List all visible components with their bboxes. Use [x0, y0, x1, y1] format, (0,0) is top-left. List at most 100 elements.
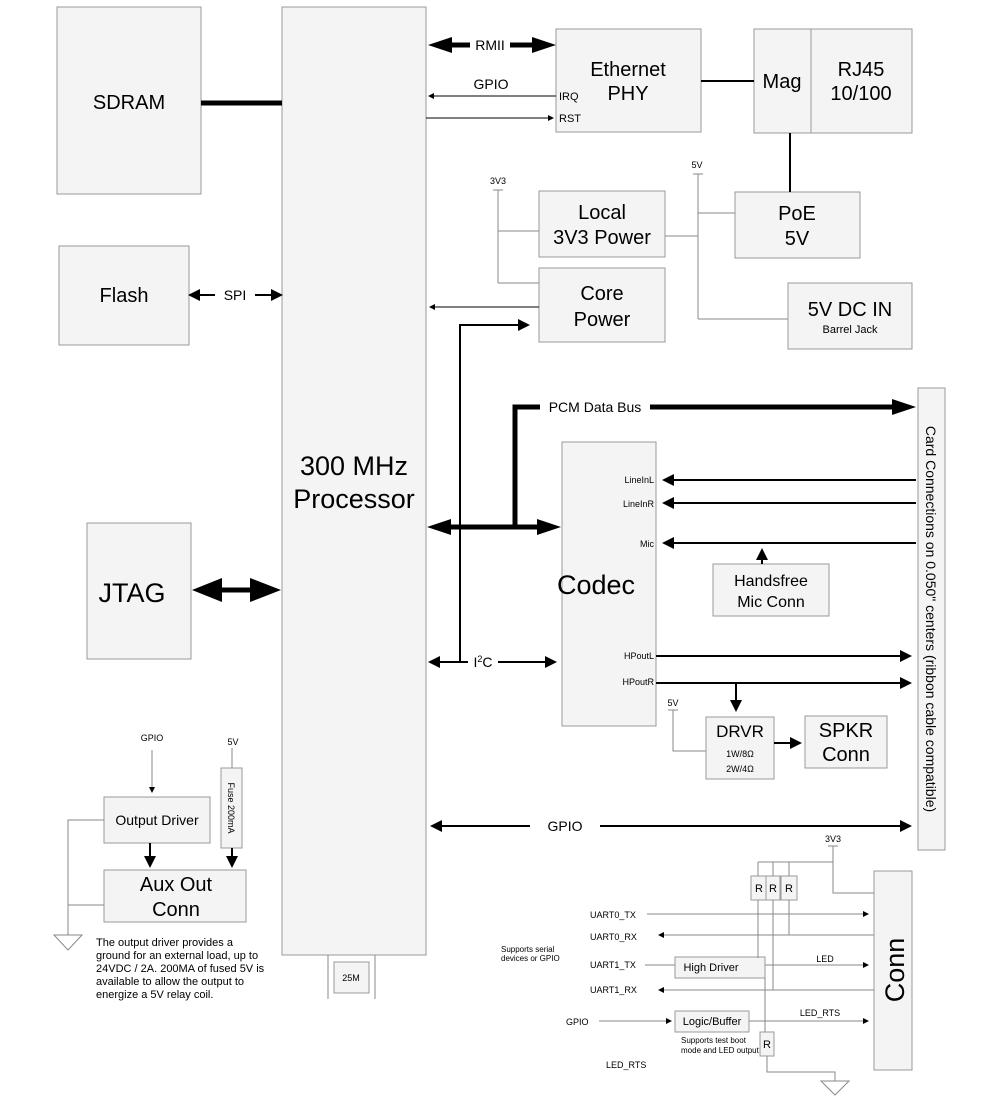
rj45-label-2: 10/100 — [830, 83, 891, 105]
boot-note-1: Supports test boot — [681, 1036, 747, 1045]
gpio-aux-label: GPIO — [141, 733, 164, 743]
gpio-bus-label: GPIO — [547, 818, 582, 834]
drvr-5v-feed — [672, 710, 706, 752]
spkr-label-2: Conn — [822, 744, 870, 766]
aux-ground-wire — [67, 819, 104, 935]
high-driver-label: High Driver — [683, 962, 738, 974]
ground-symbol-aux — [52, 934, 84, 951]
rmii-label: RMII — [475, 37, 505, 53]
codec-block — [561, 441, 657, 727]
ethernet-label-1: Ethernet — [590, 59, 666, 81]
led-rts-bottom-label: LED_RTS — [606, 1060, 646, 1070]
aux-note-3: 24VDC / 2A. 200MA of fused 5V is — [96, 963, 265, 975]
local-power-label-2: 3V3 Power — [553, 227, 651, 249]
output-driver-label: Output Driver — [115, 812, 199, 828]
serial-note-2: devices or GPIO — [501, 954, 560, 963]
mag-block — [753, 28, 812, 134]
aux-note-2: ground for an external load, up to — [96, 950, 258, 962]
mic-label: Mic — [640, 539, 654, 549]
gpio-top-label: GPIO — [473, 76, 508, 92]
aux-note-4: available to allow the output to — [96, 976, 244, 988]
poe-block — [734, 191, 861, 259]
dc-in-label-1: 5V DC IN — [808, 299, 892, 321]
pcm-arrow-processor — [427, 519, 451, 535]
r2-label: R — [769, 883, 777, 895]
aux-note-1: The output driver provides a — [96, 937, 234, 949]
core-power-label-1: Core — [580, 283, 623, 305]
rj45-label-1: RJ45 — [838, 59, 885, 81]
rmii-arrow-left — [428, 37, 452, 53]
v3v3-conn-feed — [832, 846, 874, 894]
uart0-rx-label: UART0_RX — [590, 932, 637, 942]
v3v3-local-label: 3V3 — [490, 176, 506, 186]
conn-label: Conn — [880, 938, 910, 1003]
drvr-spec-2: 2W/4Ω — [726, 764, 754, 774]
drvr-label: DRVR — [716, 722, 764, 741]
local-power-label-1: Local — [578, 202, 626, 224]
local-power-block — [538, 190, 666, 258]
handsfree-block — [712, 563, 830, 617]
uart1-rx-label: UART1_RX — [590, 985, 637, 995]
led-rts-label: LED_RTS — [800, 1008, 840, 1018]
aux-out-label-1: Aux Out — [140, 874, 213, 896]
uart0-tx-label: UART0_TX — [590, 910, 636, 920]
pcm-bus — [447, 404, 540, 530]
jtag-label: JTAG — [99, 578, 166, 608]
uart1-tx-label: UART1_TX — [590, 960, 636, 970]
drvr-spec-1: 1W/8Ω — [726, 749, 754, 759]
jtag-arrow-right — [250, 578, 281, 602]
handsfree-label-2: Mic Conn — [737, 594, 805, 611]
core-power-block — [538, 267, 666, 343]
poe-label-2: 5V — [785, 228, 810, 250]
flash-block — [58, 245, 190, 346]
r4-to-ground — [766, 1056, 836, 1081]
core-power-label-2: Power — [574, 309, 631, 331]
aux-out-label-2: Conn — [152, 899, 200, 921]
spkr-block — [804, 715, 888, 769]
gpio-logic-label: GPIO — [566, 1017, 589, 1027]
codec-label: Codec — [557, 570, 635, 600]
dc-in-label-2: Barrel Jack — [822, 324, 878, 336]
crystal-block — [333, 961, 370, 994]
v5-drvr-label: 5V — [667, 698, 678, 708]
pcm-arrow-right — [892, 399, 916, 415]
v5-fuse-label: 5V — [227, 737, 238, 747]
logic-buffer-label: Logic/Buffer — [683, 1016, 742, 1028]
r4-label: R — [763, 1039, 771, 1051]
r3-label: R — [785, 883, 793, 895]
drvr-block — [705, 716, 775, 780]
handsfree-label-1: Handsfree — [734, 573, 808, 590]
ethernet-label-2: PHY — [607, 83, 648, 105]
crystal-label: 25M — [342, 973, 360, 983]
pcm-label: PCM Data Bus — [549, 399, 642, 415]
v5-poe-label: 5V — [691, 160, 702, 170]
hpout-r-label: HPoutR — [622, 677, 654, 687]
irq-label: IRQ — [559, 91, 579, 103]
aux-out-block — [103, 869, 247, 923]
v3v3-conn-label: 3V3 — [825, 834, 841, 844]
r1-label: R — [755, 883, 763, 895]
fuse-label: Fuse 200mA — [226, 782, 236, 833]
ethernet-phy-block — [555, 28, 702, 133]
rj45-block — [810, 28, 913, 134]
hpout-l-label: HPoutL — [624, 651, 654, 661]
spi-label: SPI — [224, 287, 247, 303]
linein-l-label: LineInL — [624, 475, 654, 485]
dc-in-block — [787, 282, 913, 350]
conn-block — [873, 870, 913, 1071]
card-connections-label: Card Connections on 0.050" centers (ribb… — [923, 426, 939, 812]
spkr-label-1: SPKR — [819, 720, 873, 742]
processor-block — [281, 6, 427, 956]
i2c-label: I2C — [473, 654, 492, 670]
led-label: LED — [816, 954, 834, 964]
processor-label-2: Processor — [293, 484, 415, 514]
jtag-arrow-left — [192, 578, 222, 602]
processor-label-1: 300 MHz — [300, 451, 408, 481]
aux-note-5: energize a 5V relay coil. — [96, 989, 213, 1001]
rst-label: RST — [559, 113, 581, 125]
pcm-arrow-codec — [537, 519, 561, 535]
card-connections-block — [917, 387, 946, 851]
poe-label-1: PoE — [778, 203, 816, 225]
boot-note-2: mode and LED output — [681, 1046, 760, 1055]
